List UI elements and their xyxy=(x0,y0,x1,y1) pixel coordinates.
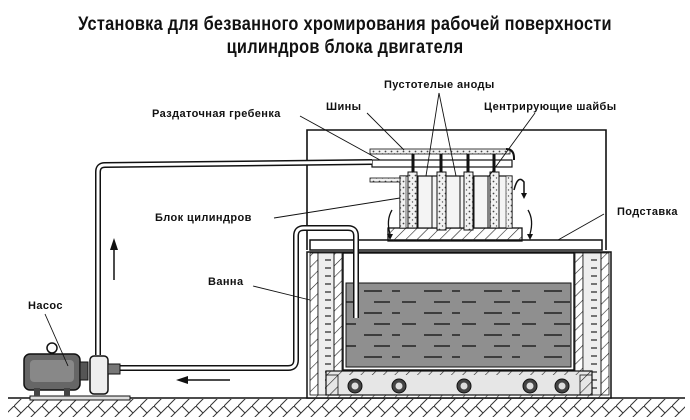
overflow-arrows xyxy=(387,178,533,240)
pump xyxy=(23,342,131,401)
heating-elements xyxy=(347,378,570,394)
supply-pipe xyxy=(95,159,373,355)
label-stand: Подставка xyxy=(617,206,678,218)
diagram-title-line-2: цилиндров блока двигателя xyxy=(226,37,464,58)
flow-arrow-up xyxy=(110,238,118,280)
label-centering-washers: Центрирующие шайбы xyxy=(484,101,617,113)
ground xyxy=(8,397,685,417)
label-bath: Ванна xyxy=(208,276,244,288)
flow-arrow-left xyxy=(176,376,230,384)
label-busbars: Шины xyxy=(326,101,362,113)
back-panel xyxy=(306,129,607,250)
label-pump: Насос xyxy=(28,300,63,312)
bath xyxy=(306,251,612,399)
diagram-title-line-1: Установка для безванного хромирования ра… xyxy=(78,14,612,35)
return-pipe xyxy=(120,225,359,371)
leader-lines xyxy=(44,92,605,367)
label-hollow-anodes: Пустотелые аноды xyxy=(384,79,495,91)
label-cylinder-block: Блок цилиндров xyxy=(155,212,252,224)
label-distribution-comb: Раздаточная гребенка xyxy=(152,108,281,120)
